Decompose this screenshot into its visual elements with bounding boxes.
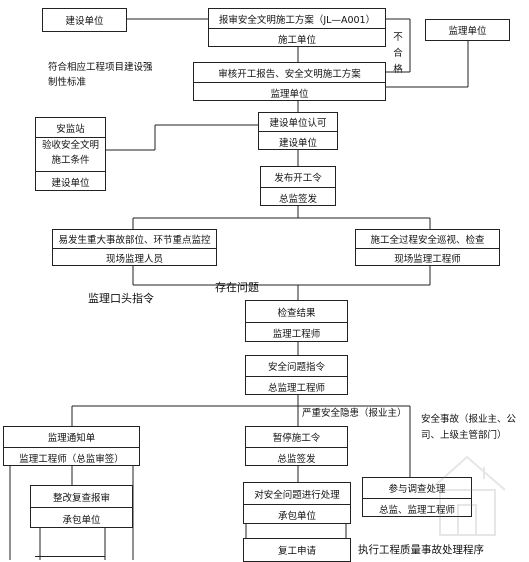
key-parts-box: 易发生重大事故部位、环节重点监控 现场监理人员 xyxy=(52,229,217,266)
stop-order-sub: 总监签发 xyxy=(246,447,347,467)
stop-order-title: 暂停施工令 xyxy=(272,433,321,444)
stop-order-box: 暂停施工令 总监签发 xyxy=(245,426,348,466)
handle-title: 对安全问题进行处理 xyxy=(254,489,340,501)
quality-procedure-label: 执行工程质量事故处理程序 xyxy=(358,544,484,556)
house-watermark-icon xyxy=(429,455,506,536)
start-order-sub: 总监签发 xyxy=(261,187,335,207)
notice-title: 监理通知单 xyxy=(47,433,96,444)
safety-order-title: 安全问题指令 xyxy=(267,362,325,373)
safety-station-box: 安监站 验收安全文明施工条件 建设单位 xyxy=(35,117,106,191)
oral-order-label: 监理口头指令 xyxy=(88,292,154,305)
audit-report-title: 审核开工报告、安全文明施工方案 xyxy=(218,68,361,80)
check-result-sub: 监理工程师 xyxy=(246,322,347,343)
patrol-box: 施工全过程安全巡视、检查 现场监理工程师 xyxy=(355,229,500,266)
investigate-sub: 总监、监理工程师 xyxy=(363,498,471,518)
build-approve-sub: 建设单位 xyxy=(259,131,337,151)
patrol-sub: 现场监理工程师 xyxy=(356,248,499,267)
safety-order-sub: 总监理工程师 xyxy=(246,376,347,396)
supervisor-unit-title: 监理单位 xyxy=(448,26,487,37)
problem-label: 存在问题 xyxy=(215,281,259,294)
safety-station-mid: 验收安全文明施工条件 xyxy=(36,137,105,172)
build-approve-box: 建设单位认可 建设单位 xyxy=(258,112,338,150)
start-order-title: 发布开工令 xyxy=(274,173,322,184)
audit-report-sub: 监理单位 xyxy=(194,82,385,102)
check-result-box: 检查结果 监理工程师 xyxy=(245,300,348,342)
partial-box-edge xyxy=(35,556,105,557)
serious-hazard-label: 严重安全隐患（报业主） xyxy=(302,408,407,419)
investigate-title: 参与调查处理 xyxy=(388,484,446,495)
handle-sub: 承包单位 xyxy=(244,504,350,525)
build-approve-title: 建设单位认可 xyxy=(269,118,327,129)
rectify-title: 整改复查报审 xyxy=(52,492,110,504)
notice-box: 监理通知单 监理工程师（总监审签） xyxy=(3,426,140,466)
standards-label: 符合相应工程项目建设强制性标准 xyxy=(48,62,153,88)
resume-box: 复工申请 xyxy=(243,538,351,562)
safety-station-title: 安监站 xyxy=(56,123,85,135)
audit-report-box: 审核开工报告、安全文明施工方案 监理单位 xyxy=(193,62,386,101)
safety-order-box: 安全问题指令 总监理工程师 xyxy=(245,355,348,395)
investigate-box: 参与调查处理 总监、监理工程师 xyxy=(362,477,472,517)
review-plan-title: 报审安全文明施工方案（JL—A001） xyxy=(218,14,376,26)
handle-box: 对安全问题进行处理 承包单位 xyxy=(243,482,351,524)
resume-title: 复工申请 xyxy=(277,546,316,557)
accident-label: 安全事故（报业主、公司、上级主管部门） xyxy=(421,414,517,441)
rectify-sub: 承包单位 xyxy=(31,507,132,529)
not-pass-label: 不合格 xyxy=(393,32,403,75)
build-unit-box: 建设单位 xyxy=(42,8,127,32)
review-plan-sub: 施工单位 xyxy=(209,28,385,48)
build-unit-title: 建设单位 xyxy=(65,16,104,27)
safety-station-sub: 建设单位 xyxy=(36,171,105,192)
supervisor-unit-box: 监理单位 xyxy=(425,19,510,41)
key-parts-sub: 现场监理人员 xyxy=(53,248,216,267)
start-order-box: 发布开工令 总监签发 xyxy=(260,166,336,206)
review-plan-box: 报审安全文明施工方案（JL—A001） 施工单位 xyxy=(208,8,386,47)
rectify-box: 整改复查报审 承包单位 xyxy=(30,485,133,528)
patrol-title: 施工全过程安全巡视、检查 xyxy=(370,235,485,246)
key-parts-title: 易发生重大事故部位、环节重点监控 xyxy=(58,235,211,246)
check-result-title: 检查结果 xyxy=(277,307,316,319)
notice-sub: 监理工程师（总监审签） xyxy=(4,447,139,467)
